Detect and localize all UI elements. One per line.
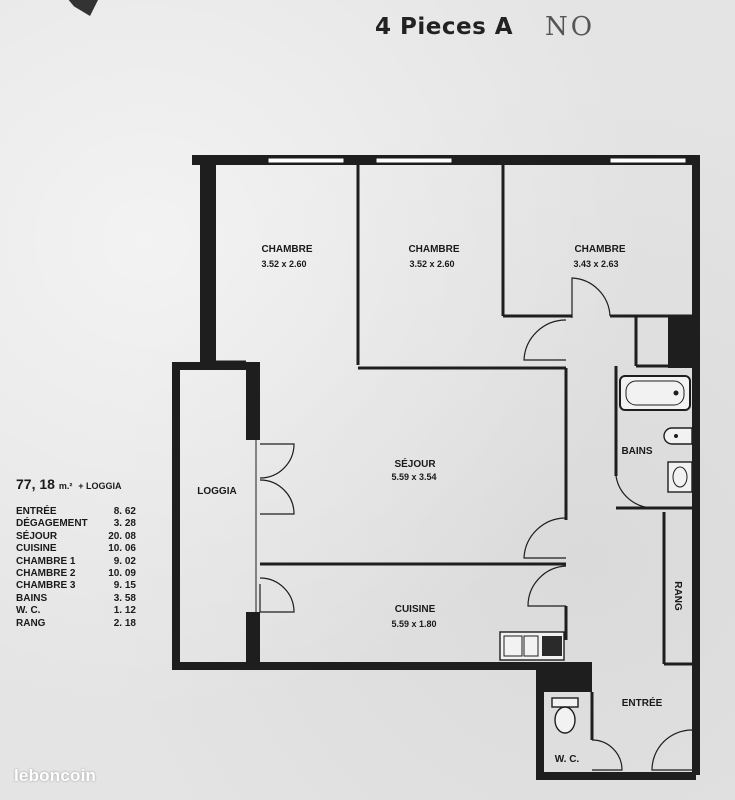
wall-right: [692, 155, 700, 775]
area-row: BAINS 3. 58: [16, 593, 136, 605]
total-area: 77, 18 m.² + LOGGIA: [16, 476, 166, 492]
area-value: 9. 15: [113, 580, 136, 592]
area-row: CHAMBRE 1 9. 02: [16, 556, 136, 568]
door-bains: [615, 475, 655, 509]
wall-bedroom-left: [200, 155, 216, 365]
area-value: 10. 09: [108, 568, 136, 580]
area-summary: 77, 18 m.² + LOGGIA ENTRÉE 8. 62 DÉGAGEME…: [16, 476, 166, 630]
room-name-chambre-left: CHAMBRE: [261, 244, 312, 255]
area-name: CUISINE: [16, 543, 57, 555]
interior-walls: [216, 165, 692, 740]
area-row: DÉGAGEMENT 3. 28: [16, 518, 136, 530]
area-name: CHAMBRE 1: [16, 555, 76, 567]
area-value: 8. 62: [113, 506, 136, 517]
bathtub: [619, 375, 691, 411]
room-name-sejour: SÉJOUR: [394, 457, 436, 470]
door-loggia-top: [259, 443, 295, 479]
area-name: CHAMBRE 2: [16, 568, 76, 580]
wall-bottom: [172, 662, 564, 670]
room-name-chambre-right: CHAMBRE: [574, 244, 625, 255]
area-name: SÉJOUR: [16, 530, 58, 542]
area-row: CHAMBRE 3 9. 15: [16, 580, 136, 592]
area-row: CHAMBRE 2 10. 09: [16, 568, 136, 580]
wall-wc-left: [536, 662, 544, 780]
leboncoin-watermark: leboncoin: [14, 766, 97, 785]
area-value: 2. 18: [113, 617, 136, 629]
room-dims-chambre-left: 3.52 x 2.60: [261, 259, 306, 269]
room-dims-chambre-mid: 3.52 x 2.60: [409, 259, 454, 269]
room-name-loggia: LOGGIA: [197, 486, 236, 497]
bidet: [663, 427, 693, 445]
wall-loggia-top: [172, 362, 260, 370]
toilet: [551, 697, 579, 734]
area-row: W. C. 1. 12: [16, 605, 136, 617]
room-name-entree: ENTRÉE: [622, 696, 663, 709]
area-name: CHAMBRE 3: [16, 580, 76, 592]
door-wc: [591, 739, 623, 771]
room-name-cuisine: CUISINE: [395, 604, 436, 615]
room-name-bains: BAINS: [621, 446, 652, 457]
area-name: ENTRÉE: [16, 506, 57, 517]
area-value: 20. 08: [108, 530, 136, 542]
room-dims-sejour: 5.59 x 3.54: [391, 472, 436, 482]
area-row: CUISINE 10. 06: [16, 543, 136, 555]
area-value: 3. 28: [113, 518, 136, 530]
wall-loggia-divider-top: [246, 362, 260, 440]
door-loggia-bottom: [259, 479, 295, 515]
window-3: [609, 157, 687, 164]
area-row: ENTRÉE 8. 62: [16, 506, 136, 518]
area-value: 3. 58: [113, 592, 136, 604]
area-name: RANG: [16, 617, 46, 629]
windows: [267, 157, 687, 164]
room-name-chambre-mid: CHAMBRE: [408, 244, 459, 255]
room-dims-chambre-right: 3.43 x 2.63: [573, 259, 618, 269]
door-cuisine: [527, 565, 567, 607]
area-value: 9. 02: [113, 555, 136, 567]
total-area-value: 77, 18: [16, 476, 55, 492]
area-name: DÉGAGEMENT: [16, 518, 88, 530]
doors: [259, 277, 693, 771]
door-sejour: [523, 517, 567, 559]
door-entree: [651, 729, 693, 771]
window-2: [375, 157, 453, 164]
area-row: RANG 2. 18: [16, 618, 136, 630]
wall-entry-bottom: [536, 772, 696, 780]
wall-wc-top: [536, 662, 592, 692]
area-name: W. C.: [16, 605, 41, 617]
handwritten-annotation: NO: [545, 12, 596, 42]
plan-title: 4 Pieces A: [375, 14, 514, 40]
total-area-unit: m.²: [58, 481, 73, 491]
wall-loggia-left: [172, 362, 180, 670]
door-bedroom3: [571, 277, 611, 318]
area-name: BAINS: [16, 592, 48, 604]
door-bedroom2: [523, 319, 567, 361]
area-value: 10. 06: [108, 543, 136, 555]
washbasin: [667, 461, 693, 493]
total-area-extra: + LOGGIA: [78, 481, 122, 491]
area-row: SÉJOUR 20. 08: [16, 531, 136, 543]
kitchen-sink: [499, 631, 565, 661]
wall-loggia-divider-bottom: [246, 612, 260, 668]
wall-block-bath: [668, 316, 692, 368]
room-name-wc: W. C.: [555, 754, 580, 765]
room-dims-cuisine: 5.59 x 1.80: [391, 619, 436, 629]
window-1: [267, 157, 345, 164]
room-name-rang: RANG: [672, 581, 683, 611]
area-value: 1. 12: [113, 605, 136, 617]
door-loggia-cuisine: [259, 577, 295, 613]
